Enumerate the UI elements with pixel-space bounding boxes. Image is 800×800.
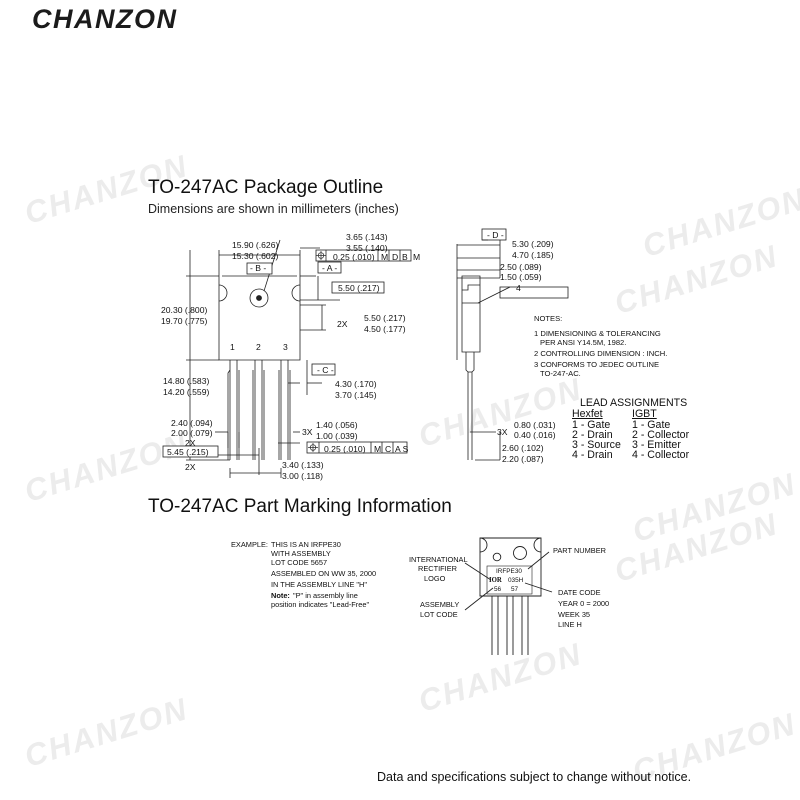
tol-value: 0.25 (.010) — [333, 252, 375, 262]
lead-col-hexfet: Hexfet — [572, 408, 603, 420]
notes-heading: NOTES: — [534, 314, 563, 323]
date-code-1: DATE CODE — [558, 588, 601, 597]
dim-side-h-min: 2.20 (.087) — [502, 454, 544, 464]
tol-m2: M — [413, 252, 421, 262]
dim-lead-t-max: 1.40 (.056) — [316, 420, 358, 430]
dim-notch-min: 4.50 (.177) — [364, 324, 406, 334]
lead-igbt-1: 1 - Gate — [632, 419, 671, 431]
pin-1: 1 — [230, 342, 235, 352]
intl-rectifier-2: RECTIFIER — [418, 564, 458, 573]
label-3x: 3X — [302, 427, 313, 437]
part-number-label: PART NUMBER — [553, 546, 606, 555]
dim-side-lead-min: 0.40 (.016) — [514, 430, 556, 440]
note-3a: 3 CONFORMS TO JEDEC OUTLINE — [534, 360, 660, 369]
dim-lead-t-min: 1.00 (.039) — [316, 431, 358, 441]
lead-hexfet-4: 4 - Drain — [572, 449, 613, 461]
dim-lead-w-min: 2.00 (.079) — [171, 428, 213, 438]
note-1a: 1 DIMENSIONING & TOLERANCING — [534, 329, 661, 338]
label-2x: 2X — [337, 319, 348, 329]
note-2: 2 CONTROLLING DIMENSION : INCH. — [534, 349, 668, 358]
example-line-1: THIS IS AN IRFPE30 — [271, 540, 341, 549]
note-1b: PER ANSI Y14.5M, 1982. — [540, 338, 627, 347]
tol-d: D — [392, 252, 399, 262]
tol-m: M — [381, 252, 389, 262]
lead-igbt-4: 4 - Collector — [632, 449, 690, 461]
marking-title: TO-247AC Part Marking Information — [148, 496, 452, 517]
dim-lead-len-min: 14.20 (.559) — [163, 387, 210, 397]
intl-rectifier-3: LOGO — [424, 574, 446, 583]
callout-4: 4 — [516, 283, 521, 293]
dim-lead-stub-min: 3.70 (.145) — [335, 390, 377, 400]
pos-tol-c: C — [385, 444, 392, 454]
lead-hexfet-2: 2 - Drain — [572, 429, 613, 441]
intl-rectifier-1: INTERNATIONAL — [409, 555, 468, 564]
brand-logo: CHANZON — [32, 4, 178, 34]
label-2x-c: 2X — [185, 462, 196, 472]
dim-body-h-max: 20.30 (.800) — [161, 305, 208, 315]
lead-igbt-2: 2 - Collector — [632, 429, 690, 441]
tol-b: B — [402, 252, 408, 262]
assembly-lot-2: LOT CODE — [420, 610, 458, 619]
datum-a: - A - — [322, 263, 338, 273]
example-note-1: "P" in assembly line — [293, 591, 358, 600]
dim-pitch: 5.45 (.215) — [167, 447, 209, 457]
outline-subtitle: Dimensions are shown in millimeters (inc… — [148, 202, 399, 216]
date-code-3: WEEK 35 — [558, 610, 591, 619]
dim-thick-min: 4.70 (.185) — [512, 250, 554, 260]
date-code-4: LINE H — [558, 620, 582, 629]
dim-side-min: 1.50 (.059) — [500, 272, 542, 282]
chip-part: IRFPE30 — [496, 568, 522, 575]
example-line-4: ASSEMBLED ON WW 35, 2000 — [271, 569, 377, 578]
dim-tab: 5.50 (.217) — [338, 283, 380, 293]
lead-assignments-title: LEAD ASSIGNMENTS — [580, 397, 688, 409]
lead-col-igbt: IGBT — [632, 408, 657, 420]
dim-notch-max: 5.50 (.217) — [364, 313, 406, 323]
footer-note: Data and specifications subject to chang… — [377, 770, 692, 784]
dim-hole-min: 3.55 (.140) — [346, 243, 388, 253]
dim-gap-max: 3.40 (.133) — [282, 460, 324, 470]
outline-title: TO-247AC Package Outline — [148, 177, 384, 198]
example-label: EXAMPLE: — [231, 540, 268, 549]
dim-width-max: 15.90 (.626) — [232, 240, 279, 250]
dim-lead-w-max: 2.40 (.094) — [171, 418, 213, 428]
dim-side-max: 2.50 (.089) — [500, 262, 542, 272]
chip-logo: IOR — [489, 577, 502, 584]
dim-side-lead-max: 0.80 (.031) — [514, 420, 556, 430]
lead-hexfet-1: 1 - Gate — [572, 419, 611, 431]
example-note-label: Note: — [271, 591, 290, 600]
datum-b: - B - — [250, 263, 267, 273]
datum-c: - C - — [317, 365, 334, 375]
example-note-2: position indicates "Lead-Free" — [271, 600, 370, 609]
lead-hexfet-3: 3 - Source — [572, 439, 621, 451]
dim-body-h-min: 19.70 (.775) — [161, 316, 208, 326]
lead-igbt-3: 3 - Emitter — [632, 439, 681, 451]
pos-tol-value: 0.25 (.010) — [324, 444, 366, 454]
datum-d: - D - — [487, 230, 504, 240]
assembly-lot-1: ASSEMBLY — [420, 600, 460, 609]
dim-hole-max: 3.65 (.143) — [346, 232, 388, 242]
pin-2: 2 — [256, 342, 261, 352]
pos-tol-m: M — [374, 444, 382, 454]
example-line-3: LOT CODE 5657 — [271, 558, 328, 567]
date-code-2: YEAR 0 = 2000 — [558, 599, 610, 608]
example-line-5: IN THE ASSEMBLY LINE "H" — [271, 580, 368, 589]
dim-gap-min: 3.00 (.118) — [282, 471, 323, 481]
pin-3: 3 — [283, 342, 288, 352]
dim-lead-stub-max: 4.30 (.170) — [335, 379, 377, 389]
dim-side-h-max: 2.60 (.102) — [502, 443, 544, 453]
example-line-2: WITH ASSEMBLY — [271, 549, 331, 558]
dim-lead-len-max: 14.80 (.583) — [163, 376, 210, 386]
label-2x-b: 2X — [185, 438, 196, 448]
note-3b: TO-247-AC. — [540, 369, 581, 378]
pos-tol-as: A S — [395, 444, 409, 454]
dim-thick-max: 5.30 (.209) — [512, 239, 554, 249]
chip-code: 035H — [508, 577, 524, 584]
chip-lot-2: 57 — [511, 586, 519, 593]
dim-width-min: 15.30 (.602) — [232, 251, 279, 261]
label-3x-b: 3X — [497, 427, 508, 437]
chip-lot-1: 56 — [494, 586, 502, 593]
